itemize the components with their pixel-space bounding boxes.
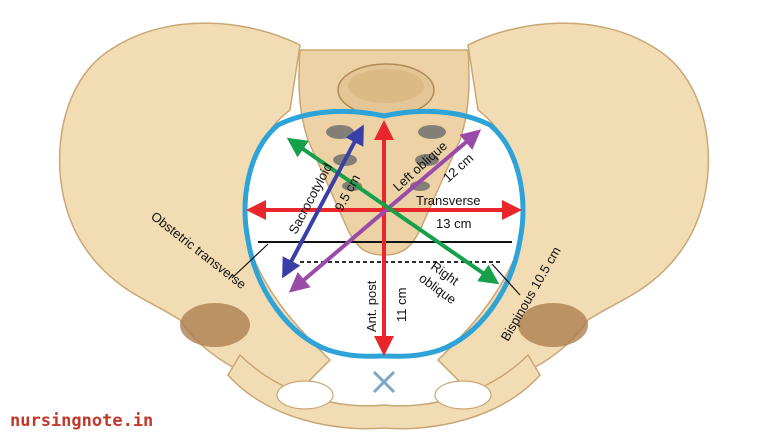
transverse-value: 13 cm: [436, 216, 471, 231]
symphysis-pubis: [372, 370, 396, 394]
ant-post-label: Ant. post: [364, 280, 379, 332]
watermark: nursingnote.in: [10, 411, 153, 431]
bispinous-leader: [491, 263, 521, 296]
pelvic-brim-outline: [242, 108, 526, 359]
obstetric-leader: [231, 243, 269, 279]
transverse-label: Transverse: [416, 193, 481, 208]
pelvis-bone: [58, 22, 710, 430]
ant-post-value: 11 cm: [394, 288, 409, 322]
sacrocotyloid-arrow: [282, 124, 364, 279]
left-ischial-shadow: [180, 303, 250, 347]
right-ischial-shadow: [518, 303, 588, 347]
pubic-arch: [227, 353, 541, 430]
